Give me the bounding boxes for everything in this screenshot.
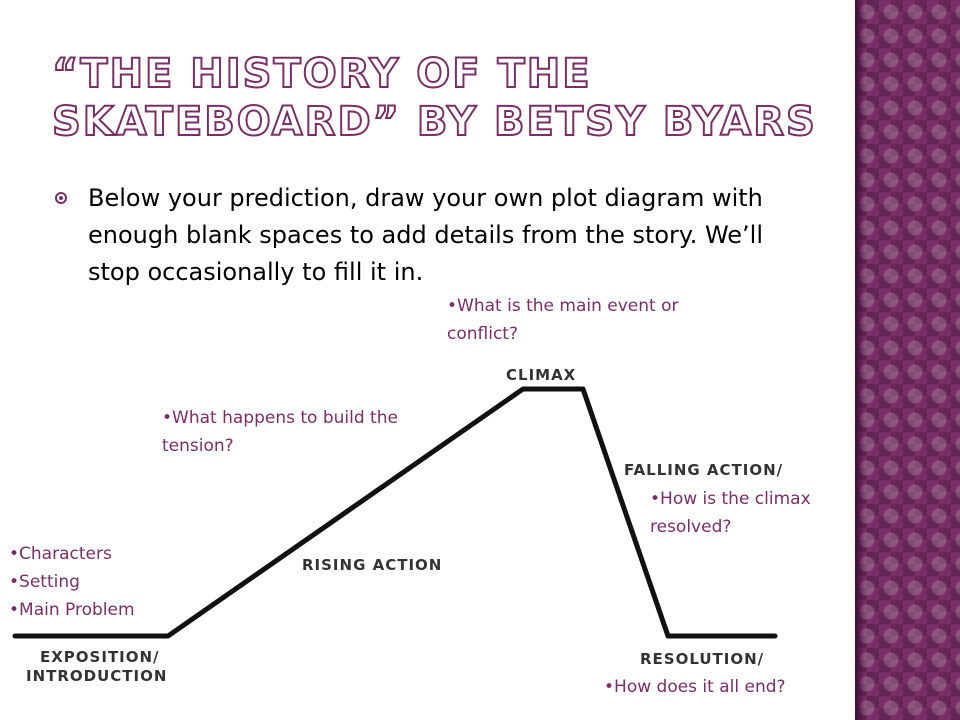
exposition-note: Setting xyxy=(9,568,189,596)
circle-bullet-icon xyxy=(55,192,67,204)
instruction-bullet: Below your prediction, draw your own plo… xyxy=(55,180,775,291)
stage-label-resolution: RESOLUTION/ xyxy=(640,650,764,668)
stage-label-introduction: INTRODUCTION xyxy=(26,667,167,685)
stage-label-climax: CLIMAX xyxy=(506,366,576,384)
stage-label-rising-action: RISING ACTION xyxy=(302,556,442,574)
title-line-2: Skateboard” by Betsy Byars xyxy=(51,98,817,146)
side-panel-shadow xyxy=(855,0,865,720)
title-line-1: “The History of the xyxy=(51,50,592,98)
climax-notes: What is the main event or conflict? xyxy=(447,292,687,348)
rising-action-notes: What happens to build the tension? xyxy=(162,404,402,460)
instruction-text: Below your prediction, draw your own plo… xyxy=(88,184,763,286)
falling-action-notes: How is the climax resolved? xyxy=(650,485,850,541)
plot-line xyxy=(12,386,778,639)
exposition-note: Main Problem xyxy=(9,596,189,624)
stage-label-exposition: EXPOSITION/ xyxy=(40,648,160,666)
climax-note: What is the main event or conflict? xyxy=(447,292,687,348)
stage-label-falling-action: FALLING ACTION/ xyxy=(624,461,783,479)
exposition-notes: Characters Setting Main Problem xyxy=(9,540,189,624)
slide-title: “The History of the Skateboard” by Betsy… xyxy=(51,50,842,146)
resolution-notes: How does it all end? xyxy=(604,673,844,701)
exposition-note: Characters xyxy=(9,540,189,568)
decorative-side-panel xyxy=(855,0,960,720)
rising-action-note: What happens to build the tension? xyxy=(162,404,402,460)
falling-action-note: How is the climax resolved? xyxy=(650,485,850,541)
resolution-note: How does it all end? xyxy=(604,673,844,701)
